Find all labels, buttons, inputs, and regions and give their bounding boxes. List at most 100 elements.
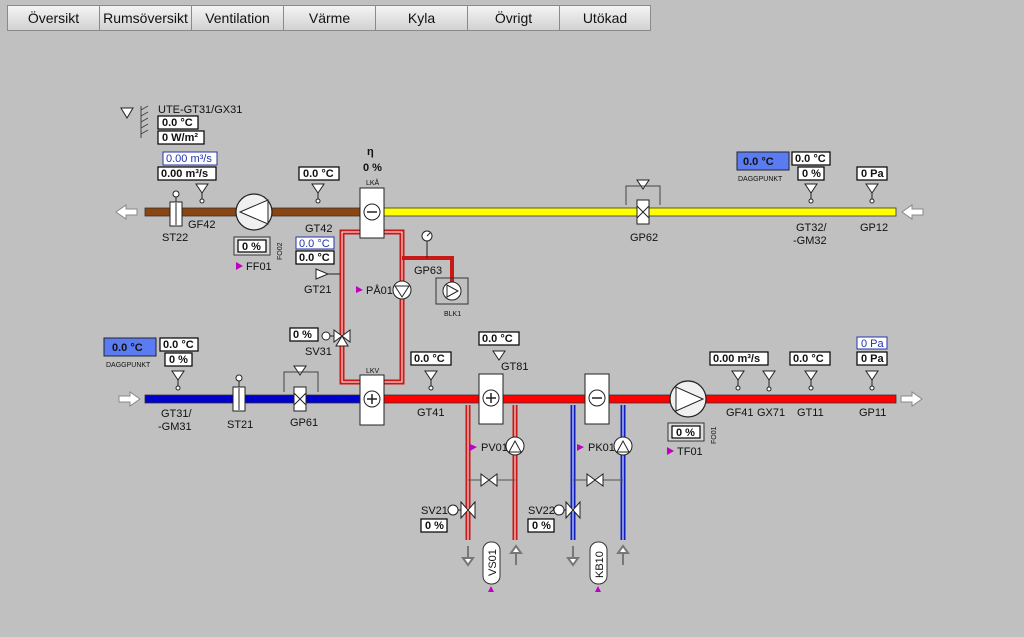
gp11-value[interactable]: 0 Pa (856, 351, 888, 366)
gt31-temp-value[interactable]: 0.0 °C (159, 337, 199, 352)
tf01-label: TF01 (677, 446, 703, 458)
outdoor-temp-display[interactable]: 0.0 °C (157, 115, 199, 130)
outdoor-radiation-display[interactable]: 0 W/m² (157, 130, 205, 145)
gp11-sensor-icon[interactable] (865, 370, 879, 391)
svg-text:0.00 m³/s: 0.00 m³/s (161, 168, 208, 180)
pv01-pump-icon[interactable] (505, 436, 525, 456)
tab-oversikt[interactable]: Översikt (7, 5, 99, 31)
gt42-sensor-icon[interactable] (311, 183, 325, 204)
eta-icon: η (367, 146, 374, 158)
gp12-value[interactable]: 0 Pa (856, 166, 888, 181)
svg-text:0 Pa: 0 Pa (861, 353, 885, 365)
fo02-label: FO02 (277, 242, 284, 260)
svg-text:0 Pa: 0 Pa (861, 338, 885, 350)
gt21-value[interactable]: 0.0 °C (295, 250, 335, 265)
gf41-value[interactable]: 0.00 m³/s (709, 351, 769, 366)
gf42-sensor-icon[interactable] (195, 183, 209, 204)
gt32-temp-value[interactable]: 0.0 °C (791, 151, 831, 166)
gt21-setpoint[interactable]: 0.0 °C (295, 236, 335, 250)
pv01-alarm-icon[interactable] (470, 444, 477, 451)
tab-ovrigt[interactable]: Övrigt (467, 5, 559, 31)
st22-damper-icon[interactable] (169, 190, 183, 227)
gt21-label: GT21 (304, 284, 332, 296)
gt42-value[interactable]: 0.0 °C (298, 166, 340, 181)
supply-fan-speed[interactable]: 0 % (667, 422, 705, 442)
exhaust-flow-setpoint[interactable]: 0.00 m³/s (162, 151, 218, 166)
sv22-valve-icon[interactable] (553, 500, 581, 520)
tab-kyla[interactable]: Kyla (375, 5, 467, 31)
supply-dew-setpoint[interactable]: 0.0 °C (103, 337, 157, 357)
gt31-sensor-icon[interactable] (171, 370, 185, 391)
sv21-value[interactable]: 0 % (420, 518, 448, 533)
gp61-damper-icon[interactable] (293, 386, 307, 412)
svg-text:0 %: 0 % (242, 241, 261, 253)
gt32-rh-value[interactable]: 0 % (797, 166, 825, 181)
gt41-sensor-icon[interactable] (424, 370, 438, 391)
gt31-label: GT31/ (161, 408, 193, 420)
tab-ventilation[interactable]: Ventilation (191, 5, 283, 31)
gp63-gauge-icon[interactable] (421, 230, 433, 258)
sv21-valve-icon[interactable] (447, 500, 476, 520)
pa01-alarm-icon[interactable] (356, 286, 363, 293)
fo01-label: FO01 (711, 426, 718, 444)
gt31-rh-value[interactable]: 0 % (164, 352, 193, 367)
gt81-value[interactable]: 0.0 °C (478, 331, 520, 346)
st21-label: ST21 (227, 419, 253, 431)
exhaust-fan-icon[interactable] (235, 193, 273, 231)
pk01-pump-icon[interactable] (613, 436, 633, 456)
cooling-bypass-valve-icon[interactable] (586, 473, 604, 487)
tab-varme[interactable]: Värme (283, 5, 375, 31)
supply-in-arrow (118, 391, 141, 407)
tab-utokad[interactable]: Utökad (559, 5, 651, 31)
cooling-coil-icon[interactable] (584, 373, 610, 425)
pk01-alarm-icon[interactable] (577, 444, 584, 451)
gt41-value[interactable]: 0.0 °C (410, 351, 452, 366)
vs01-alarm-icon[interactable] (488, 586, 494, 592)
pa01-pump-icon[interactable] (392, 280, 412, 300)
heating-pipes (465, 405, 518, 540)
blk1-pump-icon[interactable] (435, 277, 469, 305)
exhaust-fan-speed[interactable]: 0 % (233, 236, 271, 256)
svg-text:0 %: 0 % (293, 329, 312, 341)
gf41-sensor-icon[interactable] (731, 370, 745, 391)
heating-bypass-valve-icon[interactable] (480, 473, 498, 487)
gp62-damper-icon[interactable] (636, 199, 650, 225)
sv31-valve-icon[interactable] (321, 329, 351, 347)
sv31-value[interactable]: 0 % (289, 327, 319, 342)
svg-text:0.0 °C: 0.0 °C (163, 339, 194, 351)
tf01-alarm-icon[interactable] (667, 447, 674, 455)
svg-text:0.0 °C: 0.0 °C (299, 252, 330, 264)
exhaust-flow-display[interactable]: 0.00 m³/s (157, 166, 217, 181)
gt81-sensor-icon[interactable] (492, 350, 506, 361)
gt32-sensor-icon[interactable] (804, 183, 818, 204)
outdoor-sensor-icon[interactable] (120, 105, 149, 138)
gf42-label: GF42 (188, 219, 216, 231)
gp11-setpoint[interactable]: 0 Pa (856, 336, 888, 350)
gx71-sensor-icon[interactable] (762, 370, 776, 392)
gt21-sensor-icon[interactable] (315, 268, 340, 280)
vs01-badge[interactable]: VS01 (482, 541, 501, 585)
kb10-badge[interactable]: KB10 (589, 541, 608, 585)
tab-rumsoversikt[interactable]: Rumsöversikt (99, 5, 191, 31)
sv22-label: SV22 (528, 505, 555, 517)
gp62-sensor-icon[interactable] (625, 179, 661, 205)
gt11-value[interactable]: 0.0 °C (789, 351, 831, 366)
heating-coil-icon[interactable] (478, 373, 504, 425)
gp12-sensor-icon[interactable] (865, 183, 879, 204)
recovery-efficiency[interactable]: 0 % (363, 162, 382, 174)
gt11-sensor-icon[interactable] (804, 370, 818, 391)
sv22-value[interactable]: 0 % (527, 518, 555, 533)
supply-fan-icon[interactable] (669, 380, 707, 418)
gx71-label: GX71 (757, 407, 785, 419)
gp61-sensor-icon[interactable] (283, 365, 319, 392)
kb10-alarm-icon[interactable] (595, 586, 601, 592)
lkv-coil-icon[interactable] (359, 374, 385, 426)
svg-text:0.0 °C: 0.0 °C (303, 168, 334, 180)
exhaust-dew-setpoint[interactable]: 0.0 °C (736, 151, 790, 171)
sv31-label: SV31 (305, 346, 332, 358)
supply-out-arrow (900, 391, 923, 407)
st21-damper-icon[interactable] (232, 374, 246, 412)
lka-coil-icon[interactable] (359, 187, 385, 239)
blk1-label: BLK1 (444, 311, 461, 318)
ff01-alarm-icon[interactable] (236, 262, 243, 270)
